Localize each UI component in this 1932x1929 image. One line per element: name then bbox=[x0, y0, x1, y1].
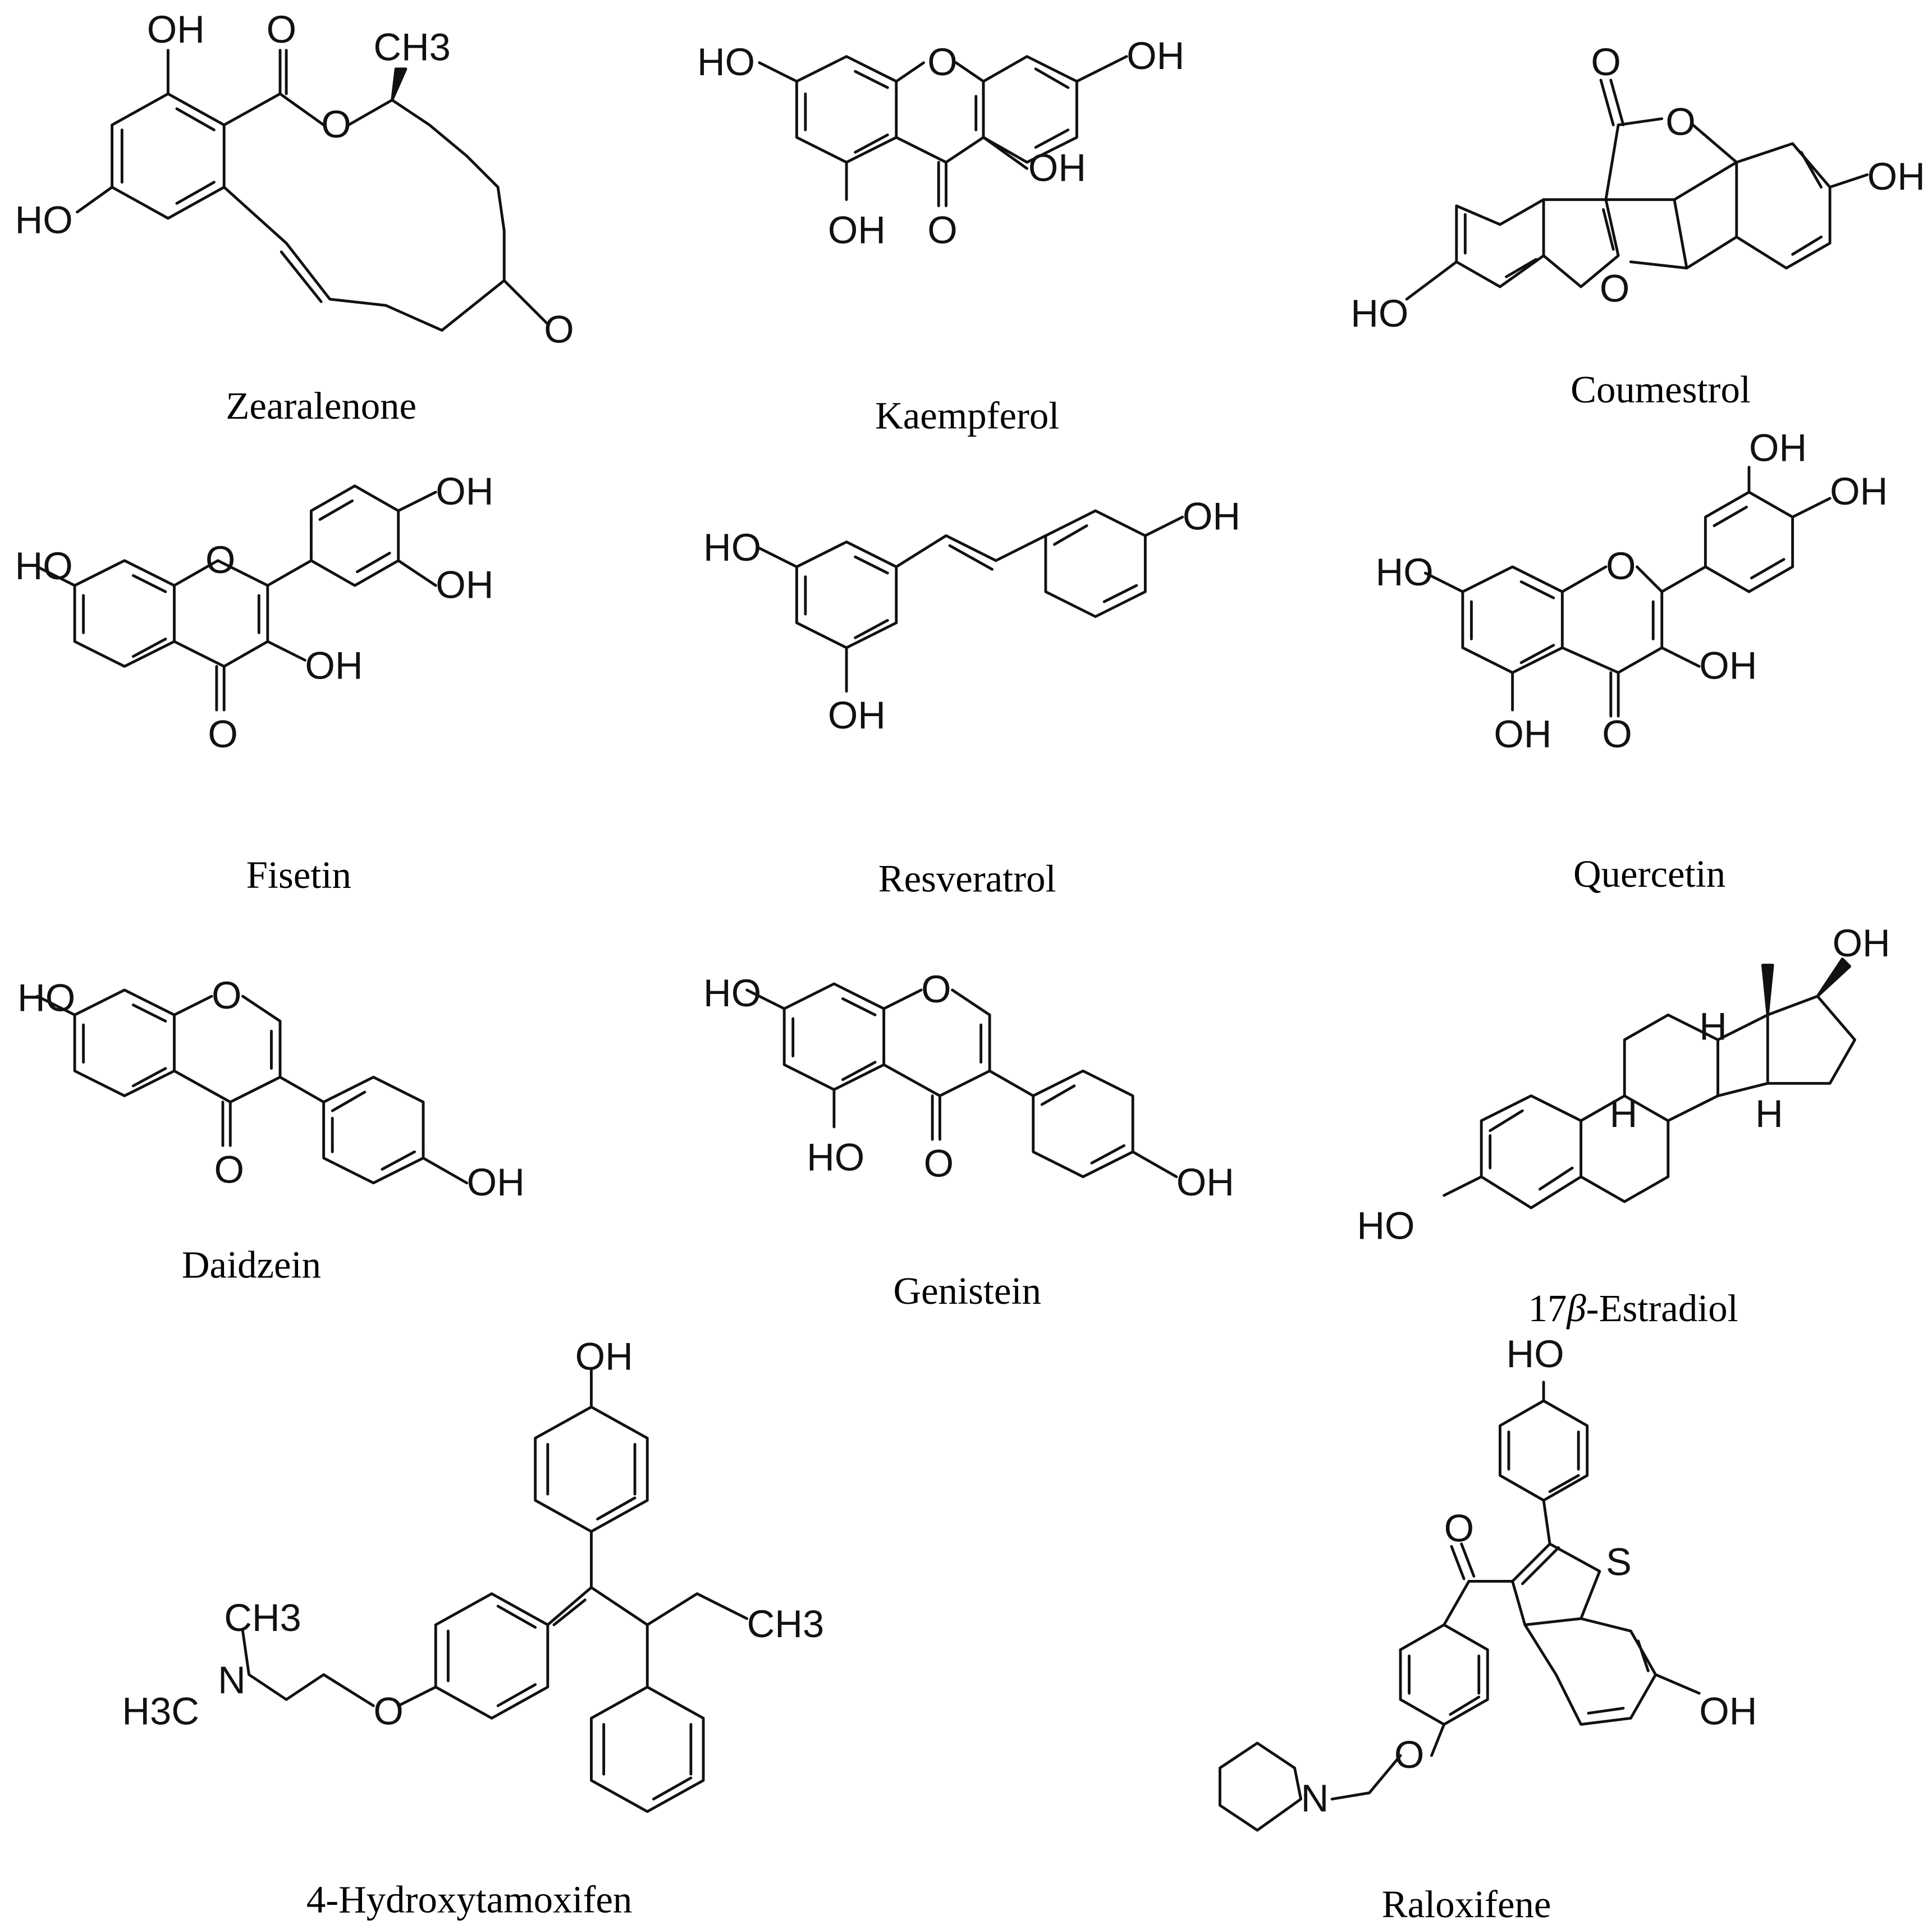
hydroxytamoxifen-o-ether: O bbox=[373, 1689, 403, 1733]
zearalenone-o-ring: O bbox=[321, 103, 351, 146]
daidzein-oh-right: OH bbox=[467, 1161, 525, 1204]
hydroxytamoxifen-ch3-ethyl: CH3 bbox=[747, 1602, 825, 1646]
daidzein-o-ring: O bbox=[212, 974, 241, 1017]
raloxifene-structure bbox=[1218, 1381, 1701, 1832]
quercetin-ho-left: HO bbox=[1376, 551, 1434, 594]
coumestrol-o-lactone: O bbox=[1665, 100, 1695, 143]
caption-estradiol-prefix: 17 bbox=[1528, 1287, 1567, 1330]
estradiol-h-1: H bbox=[1699, 1005, 1727, 1048]
raloxifene-oh-right: OH bbox=[1699, 1689, 1757, 1733]
hydroxytamoxifen-structure bbox=[241, 1368, 749, 1813]
caption-zearalenone: Zearalenone bbox=[226, 384, 416, 427]
caption-genistein: Genistein bbox=[893, 1270, 1041, 1312]
resveratrol-oh-top: OH bbox=[1183, 494, 1240, 538]
caption-resveratrol: Resveratrol bbox=[878, 858, 1056, 900]
daidzein-o-4: O bbox=[214, 1148, 244, 1192]
zearalenone-oh-top: OH bbox=[147, 8, 205, 51]
fisetin-oh-mid: OH bbox=[436, 563, 493, 606]
compound-captions: Zearalenone Kaempferol Coumestrol Fiseti… bbox=[182, 368, 1751, 1926]
fisetin-ho-left: HO bbox=[15, 544, 73, 588]
resveratrol-structure bbox=[758, 509, 1184, 693]
fisetin-o-ring: O bbox=[205, 538, 235, 581]
zearalenone-structure bbox=[76, 49, 550, 332]
estradiol-h-3: H bbox=[1755, 1092, 1783, 1135]
caption-fisetin: Fisetin bbox=[246, 854, 351, 896]
raloxifene-n: N bbox=[1301, 1777, 1329, 1820]
fisetin-oh-3: OH bbox=[305, 644, 363, 688]
caption-daidzein: Daidzein bbox=[182, 1243, 321, 1286]
caption-coumestrol: Coumestrol bbox=[1571, 368, 1751, 411]
raloxifene-o-ketone: O bbox=[1444, 1506, 1474, 1550]
fisetin-structure bbox=[36, 484, 437, 712]
zearalenone-o-carbonyl: O bbox=[267, 8, 296, 51]
kaempferol-o-ring: O bbox=[927, 40, 957, 84]
caption-hydroxytamoxifen: 4-Hydroxytamoxifen bbox=[306, 1878, 632, 1921]
quercetin-oh-top1: OH bbox=[1749, 426, 1807, 469]
caption-quercetin: Quercetin bbox=[1573, 853, 1725, 895]
kaempferol-oh-3: OH bbox=[1028, 146, 1086, 189]
daidzein-ho-left: HO bbox=[17, 977, 75, 1020]
kaempferol-oh-top: OH bbox=[1127, 34, 1184, 77]
coumestrol-o-carbonyl: O bbox=[1591, 40, 1620, 84]
caption-raloxifene: Raloxifene bbox=[1382, 1883, 1551, 1926]
quercetin-o-ring: O bbox=[1606, 544, 1636, 588]
raloxifene-s: S bbox=[1606, 1540, 1632, 1583]
hydroxytamoxifen-ch3-top: CH3 bbox=[224, 1596, 301, 1639]
zearalenone-ch3: CH3 bbox=[373, 25, 451, 68]
caption-estradiol-beta: β bbox=[1565, 1287, 1586, 1330]
coumestrol-oh-right: OH bbox=[1867, 155, 1925, 198]
genistein-ho-left: HO bbox=[703, 972, 761, 1015]
fisetin-oh-top: OH bbox=[436, 470, 493, 513]
raloxifene-ho-top: HO bbox=[1507, 1332, 1564, 1376]
genistein-oh-right: OH bbox=[1176, 1161, 1234, 1204]
atom-labels: OH HO O O CH3 O HO O OH OH OH O O O OH O… bbox=[15, 8, 1925, 1820]
hydroxytamoxifen-n: N bbox=[218, 1658, 246, 1702]
quercetin-o-4: O bbox=[1602, 712, 1632, 755]
quercetin-structure bbox=[1423, 466, 1832, 718]
resveratrol-oh-bottom: OH bbox=[828, 694, 886, 737]
quercetin-oh-3: OH bbox=[1699, 644, 1757, 688]
hydroxytamoxifen-h3c: H3C bbox=[122, 1689, 199, 1733]
genistein-o-4: O bbox=[924, 1142, 954, 1185]
caption-kaempferol: Kaempferol bbox=[875, 395, 1059, 437]
genistein-ho-5: HO bbox=[807, 1136, 864, 1179]
estradiol-oh-top: OH bbox=[1833, 922, 1890, 965]
caption-estradiol-suffix: -Estradiol bbox=[1586, 1287, 1738, 1330]
resveratrol-ho-left: HO bbox=[703, 526, 761, 569]
quercetin-oh-5: OH bbox=[1494, 712, 1551, 755]
fisetin-o-4: O bbox=[208, 712, 237, 755]
coumestrol-structure bbox=[1405, 79, 1869, 301]
zearalenone-ho-left: HO bbox=[15, 199, 73, 242]
coumestrol-ho-left: HO bbox=[1350, 292, 1408, 335]
kaempferol-o-4: O bbox=[927, 208, 957, 251]
kaempferol-ho-left: HO bbox=[697, 40, 755, 84]
coumestrol-o-furan: O bbox=[1600, 267, 1629, 310]
zearalenone-o-ketone: O bbox=[544, 308, 574, 351]
estradiol-ho-left: HO bbox=[1357, 1204, 1414, 1248]
daidzein-structure bbox=[36, 988, 469, 1185]
hydroxytamoxifen-oh-top: OH bbox=[575, 1335, 633, 1378]
genistein-structure bbox=[745, 982, 1178, 1179]
caption-estradiol: 17β-Estradiol bbox=[1528, 1287, 1738, 1330]
kaempferol-oh-5: OH bbox=[828, 208, 886, 251]
kaempferol-structure bbox=[758, 55, 1128, 208]
estradiol-h-2: H bbox=[1610, 1092, 1638, 1135]
raloxifene-o-ether: O bbox=[1394, 1733, 1424, 1776]
genistein-o-ring: O bbox=[921, 968, 951, 1011]
quercetin-oh-top2: OH bbox=[1830, 470, 1888, 513]
estradiol-structure bbox=[1443, 957, 1856, 1209]
